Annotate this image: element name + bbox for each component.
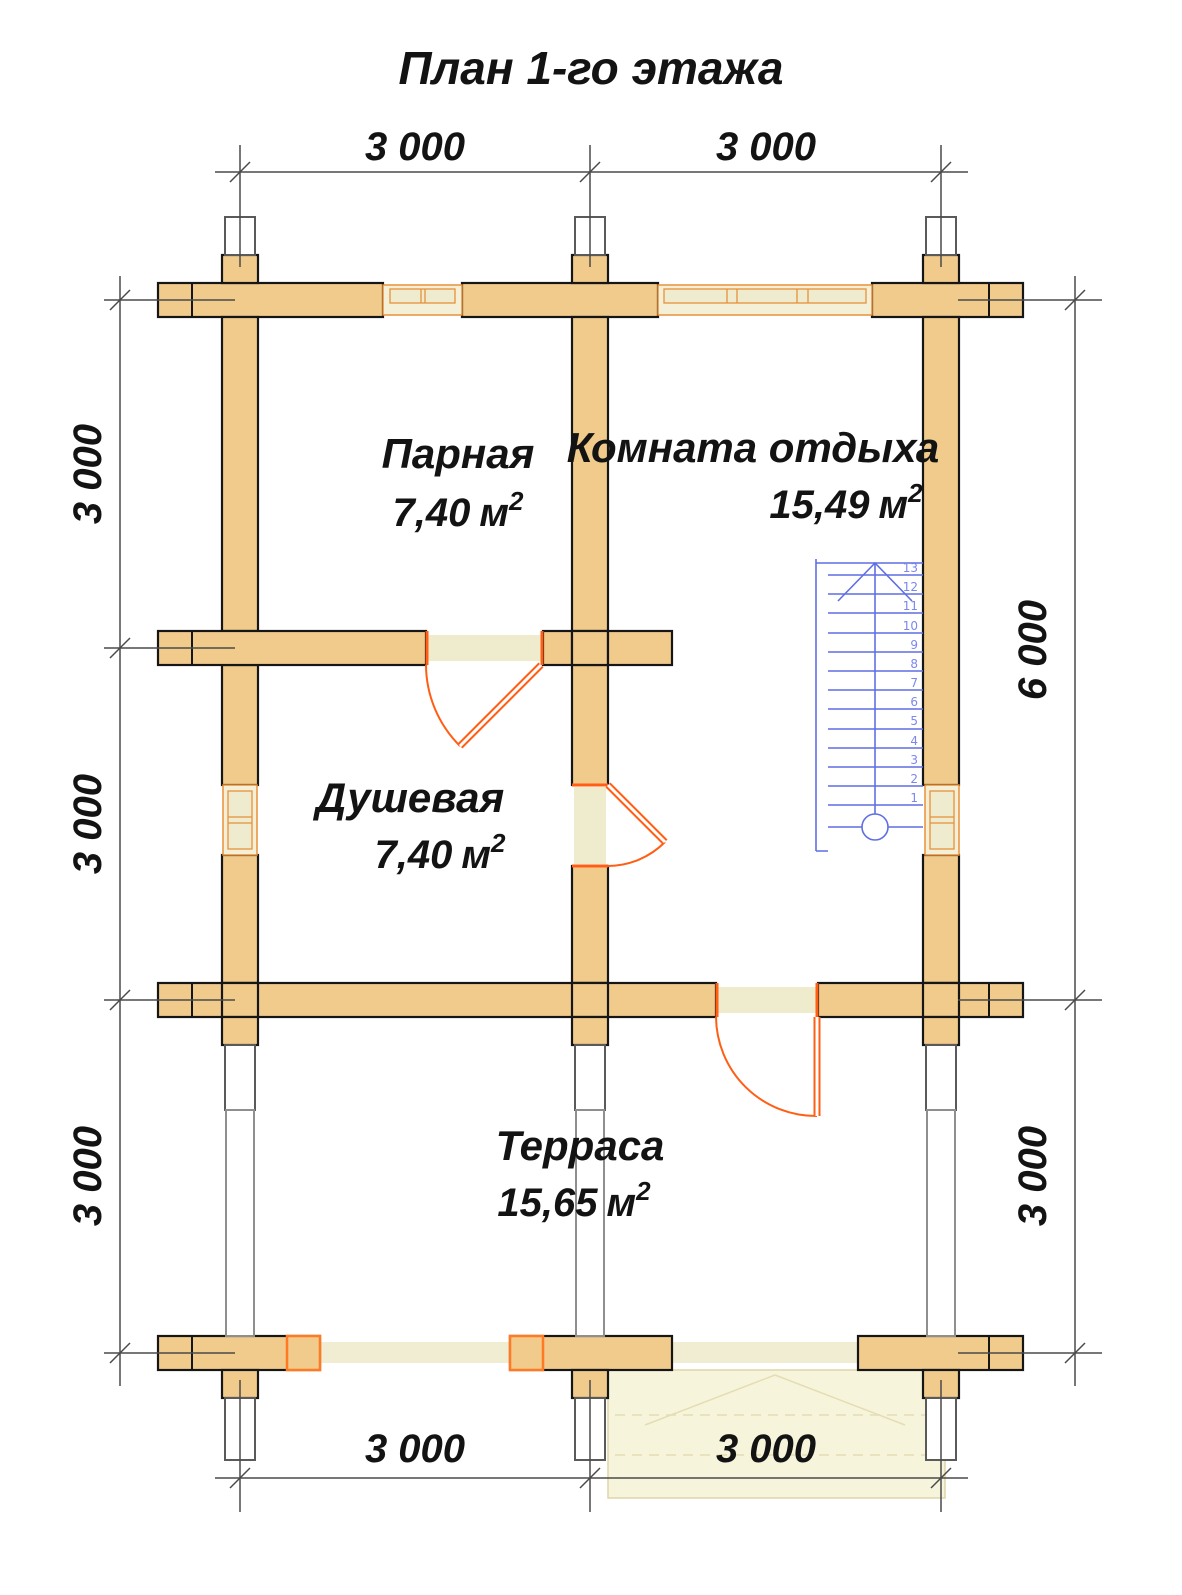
terrace-railing	[320, 1342, 858, 1363]
dim-label: 3 000	[66, 424, 110, 524]
wall-segment	[570, 315, 610, 633]
dimension-labels: 3 000 3 000 3 000 3 000 3 000 3 000 3 00…	[66, 125, 1055, 1471]
door-swing-arc	[715, 1016, 818, 1118]
wall-segment	[921, 981, 961, 1019]
doors	[425, 631, 821, 1118]
door-parnaya	[425, 631, 544, 749]
stair-step-number: 12	[903, 580, 918, 594]
wall-segment	[921, 315, 961, 787]
dimension-lines	[104, 145, 1102, 1512]
stair-step-number: 5	[910, 714, 918, 728]
stair-step-number: 13	[903, 561, 918, 575]
stair-step-number: 3	[910, 753, 918, 767]
window-left-wall	[222, 784, 258, 856]
stair-step-number: 6	[910, 695, 918, 709]
wall-segment	[570, 663, 610, 787]
stair-start-circle	[861, 813, 889, 841]
dim-label: 3 000	[716, 125, 816, 169]
wall-stub	[921, 1015, 961, 1047]
room-label-parnaya: Парная	[382, 430, 535, 477]
terrace-post	[225, 1109, 255, 1337]
log-end	[224, 1044, 256, 1111]
log-end	[574, 1044, 606, 1111]
door-swing-arc	[607, 841, 666, 867]
wall-segment	[606, 629, 674, 667]
wall-segment	[220, 853, 260, 985]
dim-label: 3 000	[365, 1427, 465, 1471]
window-top-right	[657, 284, 873, 316]
room-label-dushevaya: Душевая	[313, 774, 504, 821]
stair-step-number: 10	[903, 619, 918, 633]
wall-stub	[220, 1015, 260, 1047]
wall-segment	[460, 281, 660, 319]
wall-segment	[220, 663, 260, 787]
terrace-post	[926, 1109, 956, 1337]
stair-direction-arrow	[837, 561, 913, 602]
stair-step-number: 8	[910, 657, 918, 671]
railing-post-joint	[508, 1334, 545, 1372]
stairs: 1 2 3 4 5 6 7 8 9 10 11 12 13	[815, 559, 923, 852]
dim-label: 3 000	[365, 125, 465, 169]
window-top-left	[382, 284, 463, 316]
dim-label: 3 000	[716, 1427, 816, 1471]
room-label-komnata-otdyha: Комната отдыха	[567, 424, 939, 471]
dim-label: 3 000	[1011, 1126, 1055, 1226]
door-swing-arc	[425, 664, 461, 747]
wall-segment	[541, 629, 574, 667]
wall-segment	[921, 853, 961, 985]
stair-step-number: 4	[910, 734, 918, 748]
door-dushevaya	[572, 782, 668, 868]
room-label-terrasa: Терраса	[496, 1122, 665, 1169]
wall-segment	[220, 315, 260, 633]
stair-step-number: 11	[903, 599, 918, 613]
railing-post-joint	[285, 1334, 322, 1372]
wall-segment	[570, 864, 610, 985]
dim-label: 6 000	[1011, 600, 1055, 700]
stair-step-number: 7	[910, 676, 918, 690]
stair-step-number: 2	[910, 772, 918, 786]
windows	[222, 284, 960, 856]
stair-step-number: 9	[910, 638, 918, 652]
wall-segment	[570, 629, 610, 667]
wall-segment	[570, 981, 610, 1019]
log-end	[925, 1044, 957, 1111]
dim-label: 3 000	[66, 774, 110, 874]
dim-label: 3 000	[66, 1126, 110, 1226]
wall-stub	[570, 1015, 610, 1047]
door-terrace	[715, 983, 821, 1118]
terrace-post	[575, 1109, 605, 1337]
stair-stringer	[815, 559, 828, 852]
stair-step-number: 1	[910, 791, 918, 805]
page-title: План 1-го этажа	[399, 42, 784, 94]
entrance-decking	[607, 1369, 946, 1499]
window-right-wall	[924, 784, 960, 856]
